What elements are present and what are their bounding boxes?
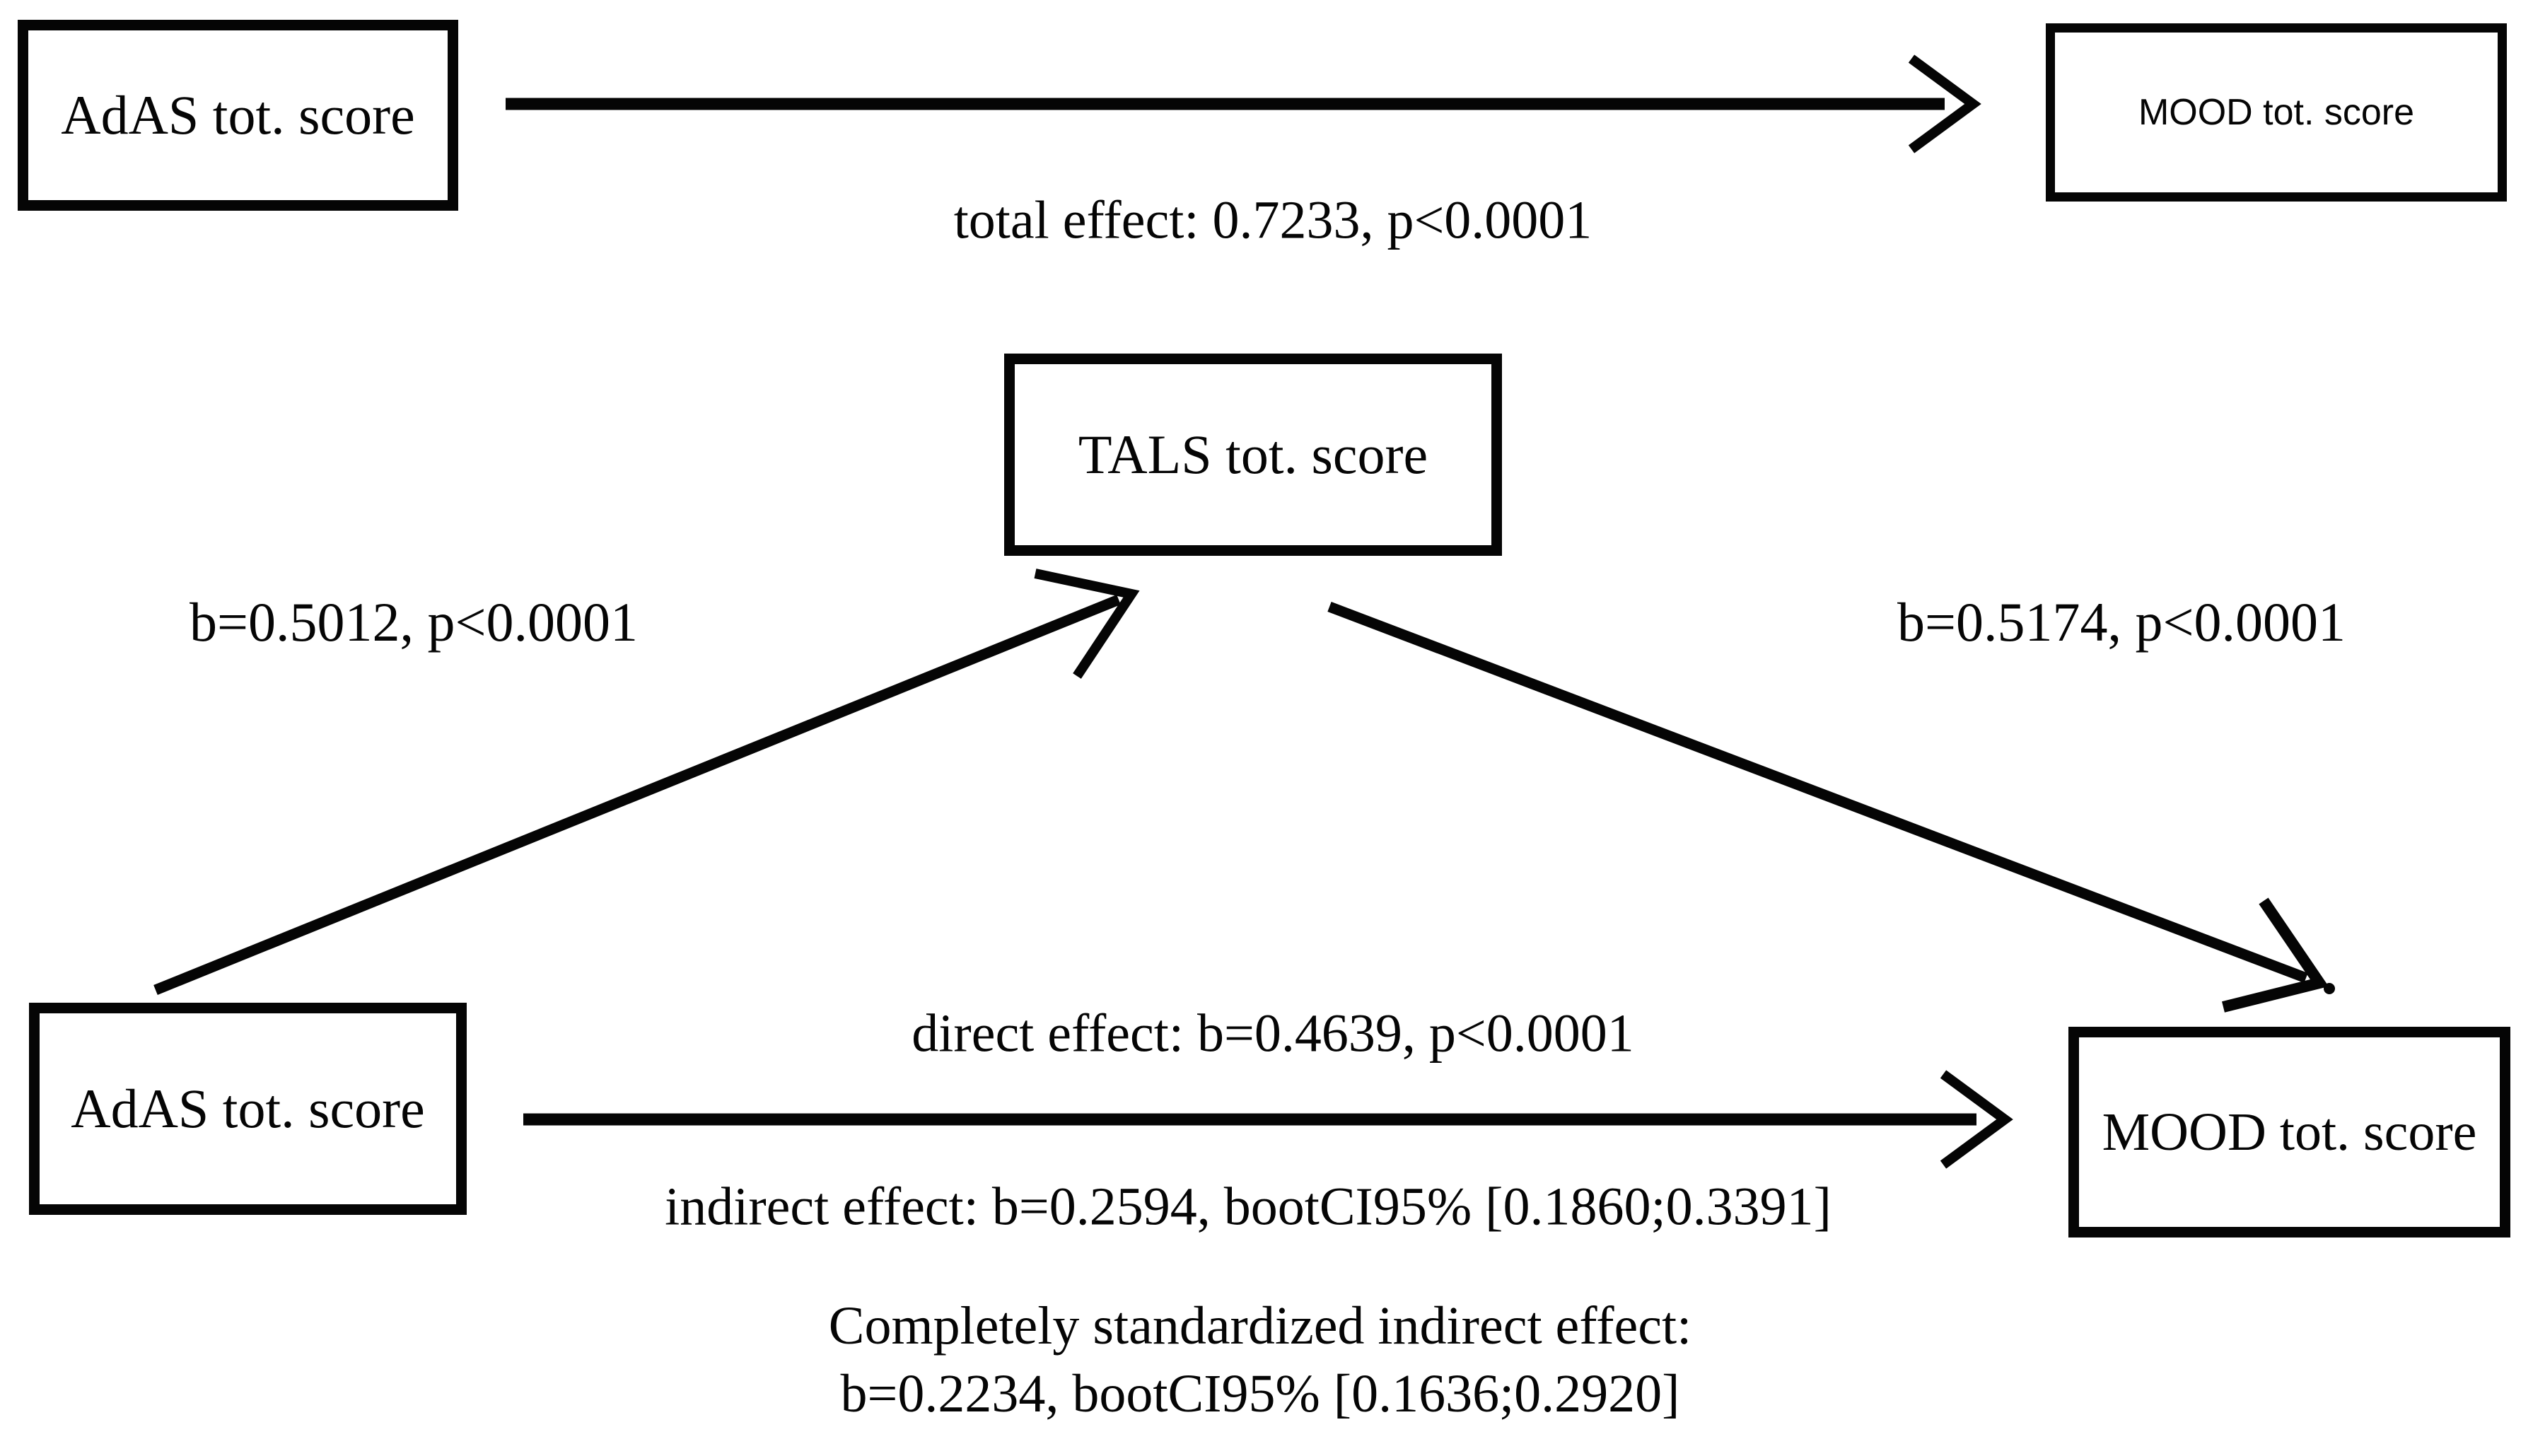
- direct-effect-arrow: [523, 1070, 2013, 1169]
- standardized-indirect-effect-line1: Completely standardized indirect effect:: [828, 1296, 1692, 1356]
- standardized-indirect-effect-line2: b=0.2234, bootCI95% [0.1636;0.2920]: [840, 1363, 1680, 1423]
- b-path-arrow: [1327, 601, 2335, 1013]
- b-path-arrow-tip-nub: [2324, 983, 2335, 994]
- total-effect-label: total effect: 0.7233, p<0.0001: [953, 190, 1592, 250]
- predictor-box-total-model: AdAS tot. score: [18, 20, 458, 211]
- standardized-indirect-effect-note: Completely standardized indirect effect:…: [829, 1293, 1691, 1428]
- direct-effect-label: direct effect: b=0.4639, p<0.0001: [912, 1003, 1634, 1064]
- outcome-box-mediation-model: MOOD tot. score: [2068, 1027, 2510, 1237]
- a-path-label: b=0.5012, p<0.0001: [190, 591, 638, 653]
- outcome-box-total-model: MOOD tot. score: [2046, 23, 2507, 202]
- total-effect-arrow: [506, 54, 1981, 153]
- indirect-effect-label: indirect effect: b=0.2594, bootCI95% [0.…: [665, 1177, 1832, 1237]
- predictor-box-total-model-label: AdAS tot. score: [61, 84, 415, 146]
- mediator-box-label: TALS tot. score: [1078, 424, 1428, 485]
- predictor-box-mediation-model: AdAS tot. score: [29, 1003, 467, 1215]
- a-path-arrow: [153, 569, 1140, 995]
- predictor-box-mediation-model-label: AdAS tot. score: [71, 1078, 425, 1139]
- outcome-box-total-model-label: MOOD tot. score: [2138, 92, 2415, 133]
- outcome-box-mediation-model-label: MOOD tot. score: [2102, 1102, 2477, 1162]
- b-path-label: b=0.5174, p<0.0001: [1897, 591, 2346, 653]
- mediator-box: TALS tot. score: [1004, 354, 1502, 556]
